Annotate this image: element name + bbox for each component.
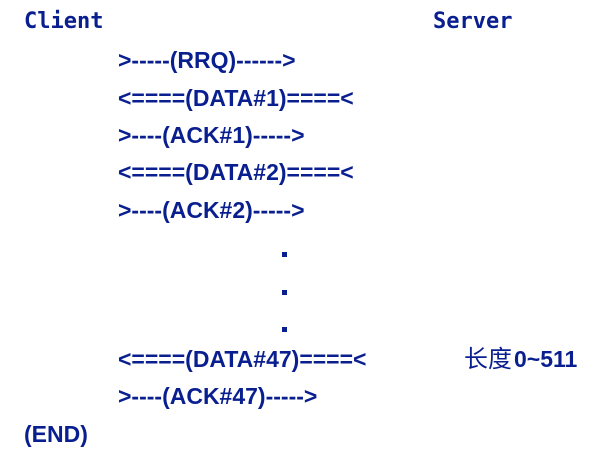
message-ack-1: >----(ACK#1)-----> bbox=[118, 122, 305, 148]
client-label: Client bbox=[24, 9, 104, 34]
ellipsis-dot-3 bbox=[282, 327, 287, 332]
message-rrq: >-----(RRQ)------> bbox=[118, 47, 296, 73]
message-data-47: <====(DATA#47)====< bbox=[118, 346, 367, 372]
length-label: 长度 bbox=[464, 345, 512, 373]
end-label: (END) bbox=[24, 421, 88, 447]
message-ack-2: >----(ACK#2)-----> bbox=[118, 197, 305, 223]
message-ack-47: >----(ACK#47)-----> bbox=[118, 383, 318, 409]
length-range: 0~511 bbox=[514, 346, 578, 372]
message-data-1: <====(DATA#1)====< bbox=[118, 85, 354, 111]
server-label: Server bbox=[433, 9, 513, 34]
ellipsis-dot-2 bbox=[282, 290, 287, 295]
message-data-2: <====(DATA#2)====< bbox=[118, 159, 354, 185]
ellipsis-dot-1 bbox=[282, 252, 287, 257]
